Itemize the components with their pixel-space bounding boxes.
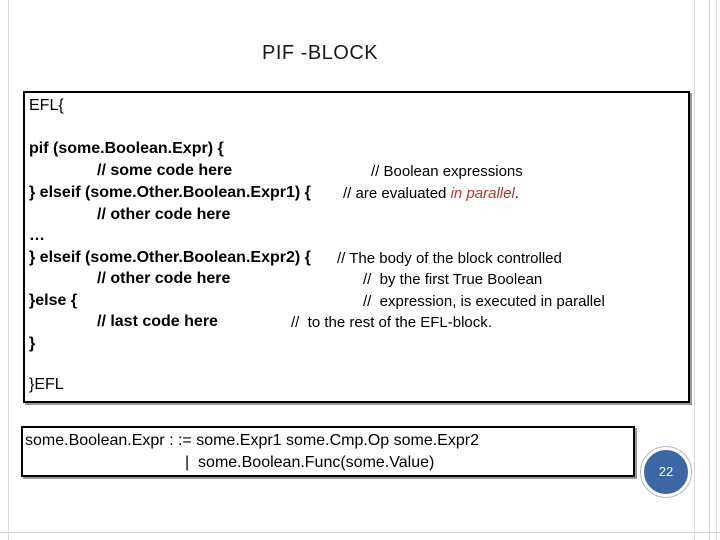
code-comment: // are evaluated in parallel. bbox=[343, 185, 519, 202]
page-number-badge: 22 bbox=[641, 447, 691, 497]
code-comment: // Boolean expressions bbox=[371, 163, 523, 180]
code-block: EFL{ pif (some.Boolean.Expr) { // some c… bbox=[23, 91, 690, 403]
frame-line-bottom bbox=[0, 532, 720, 533]
code-line: … bbox=[29, 227, 45, 244]
frame-line-left bbox=[8, 0, 9, 540]
highlight-text: in parallel bbox=[450, 185, 515, 202]
code-line: // other code here bbox=[97, 270, 231, 287]
code-comment: // by the first True Boolean bbox=[363, 271, 543, 288]
frame-line-right bbox=[716, 0, 717, 540]
frame-line-right bbox=[709, 0, 710, 540]
code-line-open: EFL{ bbox=[29, 97, 64, 114]
code-line: } bbox=[29, 335, 36, 352]
code-line: } elseif (some.Other.Boolean.Expr2) { bbox=[29, 249, 311, 266]
code-comment: // The body of the block controlled bbox=[337, 250, 562, 267]
frame-line-right bbox=[694, 0, 695, 540]
grammar-line: | some.Boolean.Func(some.Value) bbox=[185, 454, 435, 471]
grammar-line: some.Boolean.Expr : := some.Expr1 some.C… bbox=[25, 432, 479, 449]
code-comment: // expression, is executed in parallel bbox=[363, 293, 605, 310]
slide-title: PIF -BLOCK bbox=[262, 42, 379, 64]
code-line: } elseif (some.Other.Boolean.Expr1) { bbox=[29, 184, 311, 201]
grammar-block: some.Boolean.Expr : := some.Expr1 some.C… bbox=[21, 426, 635, 477]
code-line: }else { bbox=[29, 292, 78, 309]
code-line: // other code here bbox=[97, 206, 231, 223]
code-line: // last code here bbox=[97, 313, 218, 330]
code-line-close: }EFL bbox=[29, 376, 64, 393]
code-line: pif (some.Boolean.Expr) { bbox=[29, 140, 224, 157]
code-comment: // to the rest of the EFL-block. bbox=[291, 314, 492, 331]
code-line: // some code here bbox=[97, 162, 233, 179]
